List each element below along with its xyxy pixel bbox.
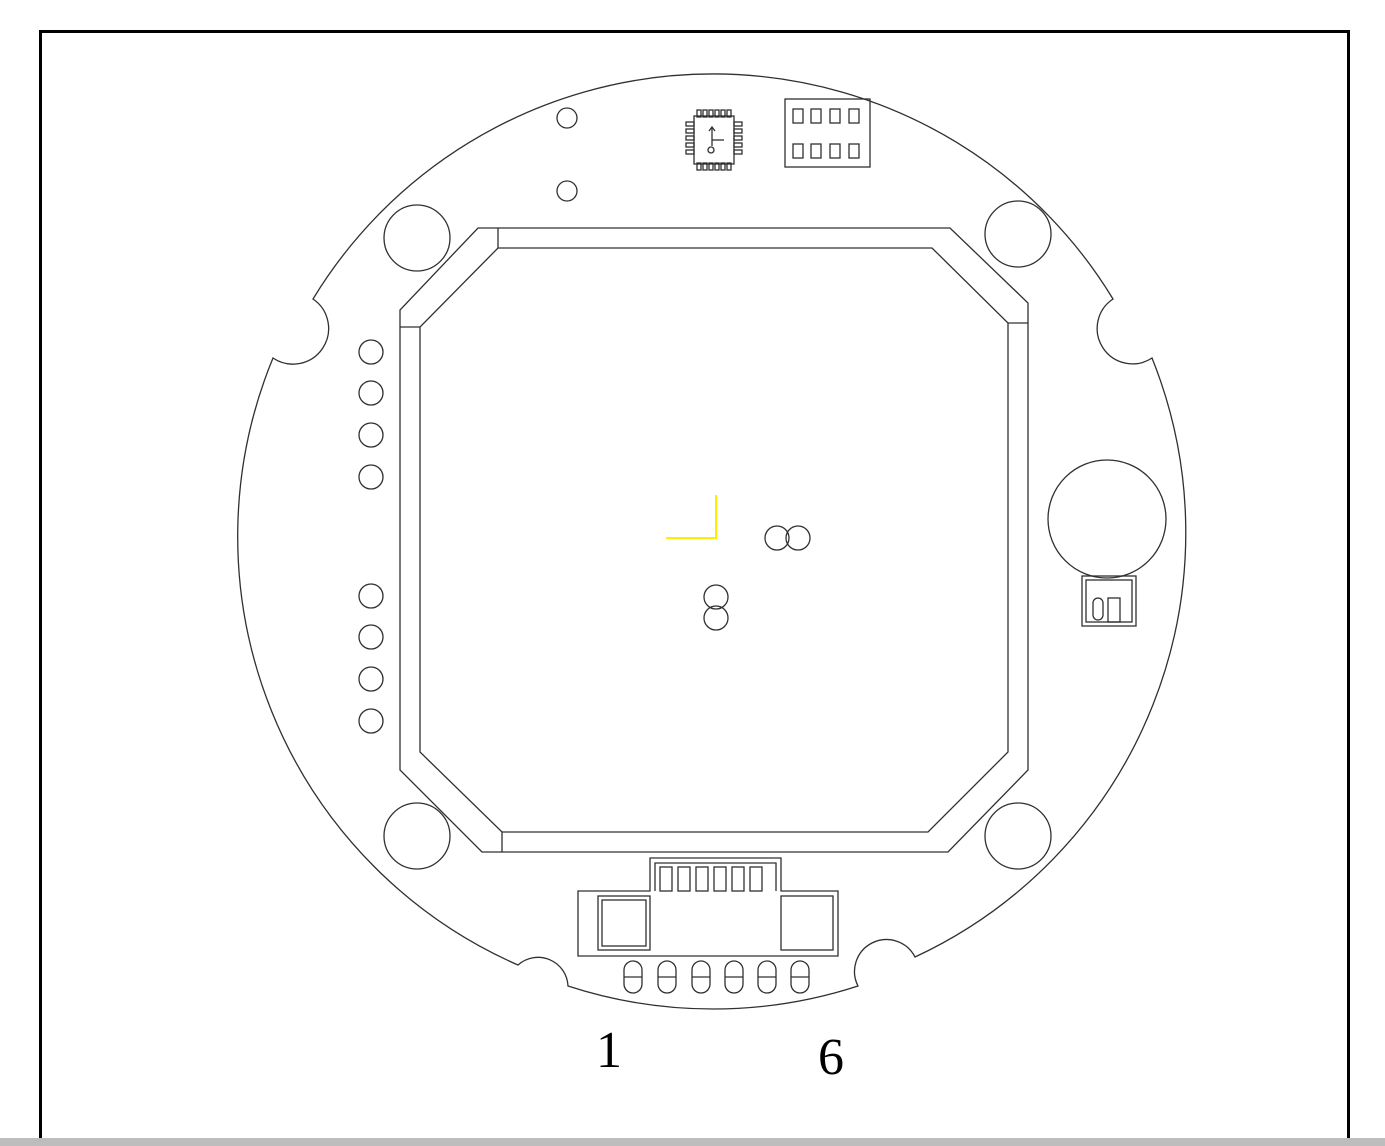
left-pad-5 — [358, 583, 384, 609]
bottom-strip — [0, 1138, 1385, 1146]
center-circle-2 — [785, 525, 811, 551]
board-outline — [237, 73, 1187, 1010]
connector-pad-left-inner — [601, 899, 647, 947]
bottom-connector-pins — [659, 866, 763, 892]
center-circle-1 — [764, 525, 790, 551]
ic-axis-marker — [707, 125, 724, 154]
mounting-hole-bottom-right — [984, 802, 1052, 870]
left-pad-7 — [358, 666, 384, 692]
header-pads — [792, 108, 860, 159]
left-pad-8 — [358, 708, 384, 734]
left-pad-4 — [358, 464, 384, 490]
pin-6-label: 6 — [818, 1029, 844, 1086]
sensor-window-inner — [419, 247, 1009, 833]
left-pad-1 — [358, 339, 384, 365]
frame-border — [39, 30, 1350, 1141]
small-component-right — [1107, 597, 1121, 623]
mounting-hole-top-left — [383, 204, 451, 272]
header-body — [784, 98, 871, 168]
center-circle-3 — [703, 584, 729, 610]
via-top-1 — [556, 107, 578, 129]
left-pad-6 — [358, 624, 384, 650]
small-component-left — [1092, 597, 1104, 621]
sensor-window-outer — [399, 227, 1029, 853]
center-circle-4 — [703, 605, 729, 631]
ic-pins — [685, 109, 743, 171]
bottom-connector-inner — [654, 862, 777, 891]
connector-pad-right — [780, 895, 834, 951]
mounting-hole-top-right — [984, 200, 1052, 268]
bottom-connector-body — [577, 857, 839, 957]
bottom-oval-pads — [623, 960, 810, 994]
connector-pad-left — [597, 895, 651, 951]
via-top-2 — [556, 180, 578, 202]
battery-tab — [1081, 575, 1137, 627]
left-pad-2 — [358, 380, 384, 406]
pin-1-label: 1 — [596, 1022, 622, 1079]
origin-marker — [666, 495, 717, 539]
left-pad-3 — [358, 422, 384, 448]
mounting-hole-bottom-left — [383, 802, 451, 870]
battery-circle — [1047, 459, 1167, 579]
